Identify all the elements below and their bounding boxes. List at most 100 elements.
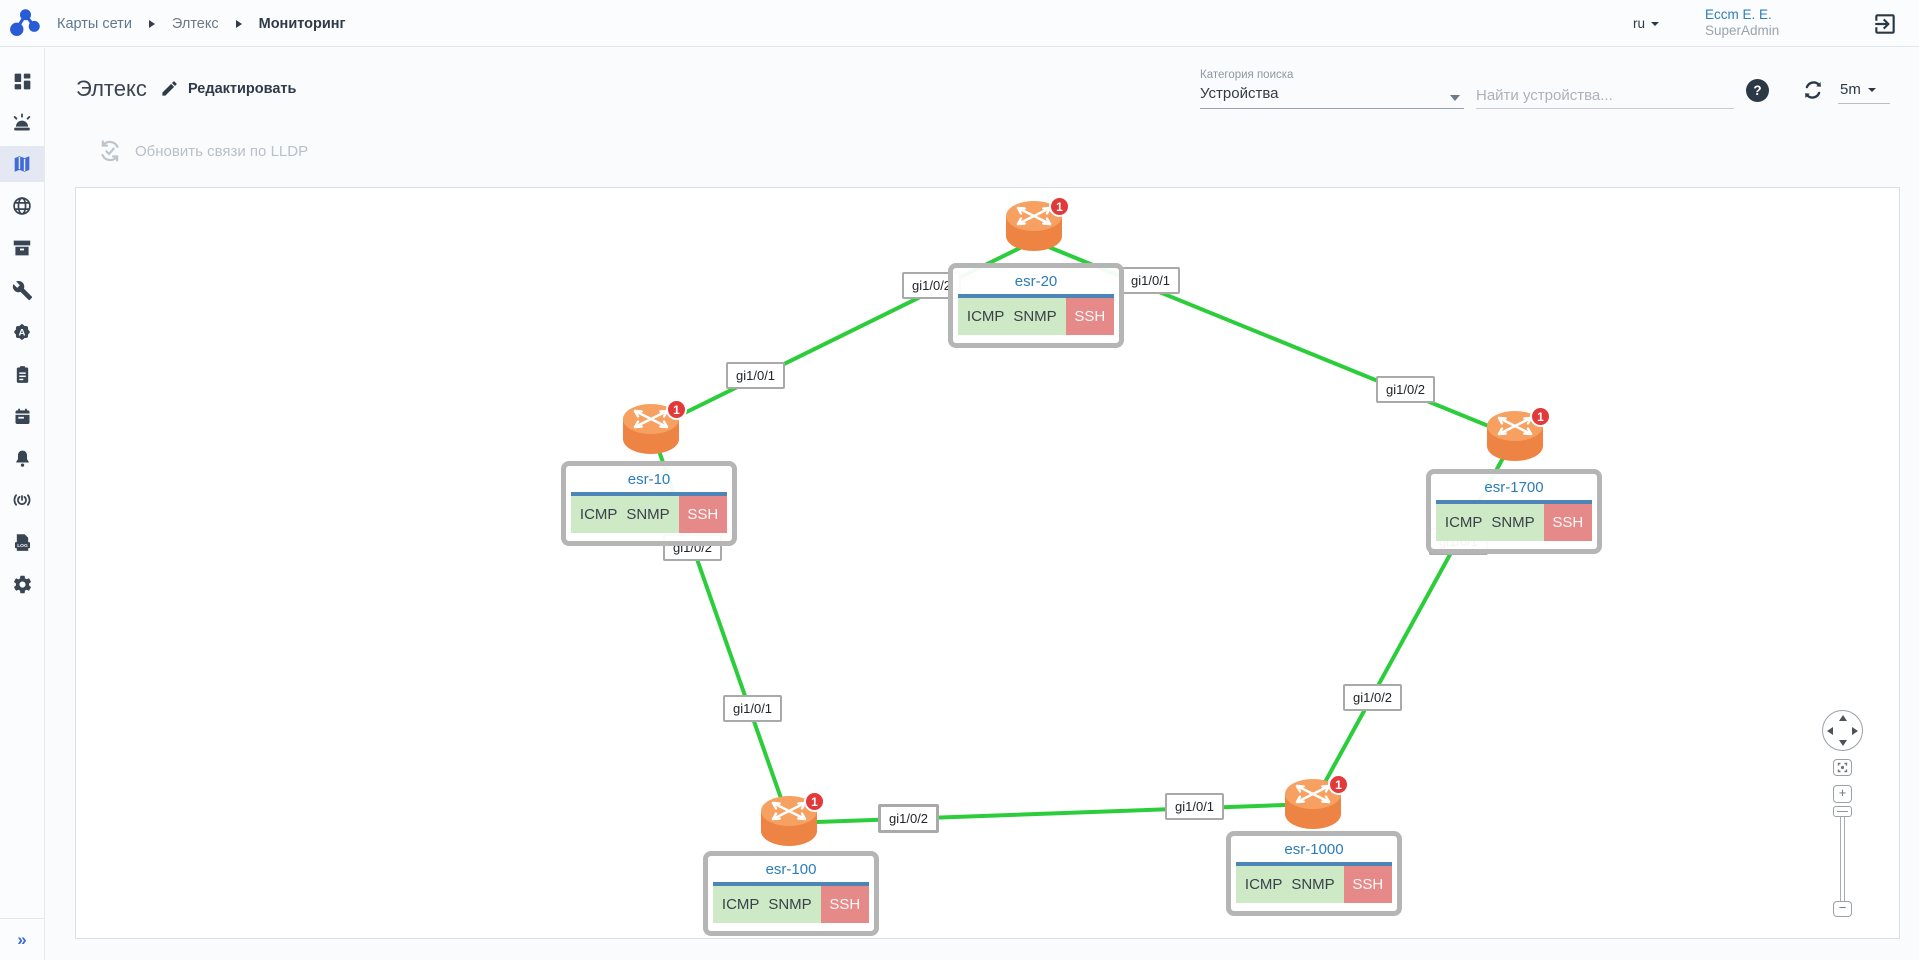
device-search-input[interactable] xyxy=(1476,83,1734,109)
sidebar-item-notifications[interactable] xyxy=(0,440,44,476)
status-snmp: SNMP xyxy=(768,896,812,913)
top-bar: Карты сети Элтекс Мониторинг ru Eccm E. … xyxy=(0,0,1919,47)
sidebar-item-dashboard[interactable] xyxy=(0,63,44,99)
sidebar-item-calendar[interactable] xyxy=(0,398,44,434)
pan-down-icon[interactable] xyxy=(1839,740,1847,746)
breadcrumb-monitoring: Мониторинг xyxy=(258,15,346,32)
pan-up-icon[interactable] xyxy=(1839,715,1847,721)
breadcrumb-maps[interactable]: Карты сети xyxy=(57,15,132,32)
zoom-slider-handle[interactable] xyxy=(1833,806,1852,817)
device-name[interactable]: esr-100 xyxy=(765,861,817,878)
port-label[interactable]: gi1/0/1 xyxy=(726,362,786,389)
alert-badge[interactable]: 1 xyxy=(1328,774,1349,795)
sidebar-item-logs[interactable]: LOG xyxy=(0,524,44,560)
port-label[interactable]: gi1/0/1 xyxy=(723,695,783,722)
device-name[interactable]: esr-1700 xyxy=(1484,479,1544,496)
device-name[interactable]: esr-1000 xyxy=(1284,841,1344,858)
zoom-in-button[interactable]: + xyxy=(1833,785,1852,803)
sidebar-expand-button[interactable]: » xyxy=(0,918,44,960)
breadcrumb-eltex[interactable]: Элтекс xyxy=(171,15,219,32)
wrench-icon xyxy=(12,280,32,300)
port-label[interactable]: gi1/0/1 xyxy=(1121,267,1181,294)
clipboard-icon xyxy=(16,365,28,383)
gear-icon xyxy=(13,575,31,593)
port-label[interactable]: gi1/0/2 xyxy=(1343,684,1403,711)
status-row: ICMP SNMP SSH xyxy=(958,298,1114,335)
link-esr100-esr1000[interactable] xyxy=(787,802,1314,825)
status-ssh: SSH xyxy=(1343,866,1392,903)
status-ssh: SSH xyxy=(820,886,869,923)
sidebar-item-availability[interactable] xyxy=(0,482,44,518)
router-icon-esr-1000[interactable]: 1 xyxy=(1282,774,1349,831)
sidebar-item-settings[interactable] xyxy=(0,566,44,602)
node-divider xyxy=(571,492,727,496)
sidebar-item-tools[interactable] xyxy=(0,272,44,308)
port-label[interactable]: gi1/0/2 xyxy=(878,804,940,833)
router-icon-esr-100[interactable]: 1 xyxy=(758,791,825,848)
pan-right-icon[interactable] xyxy=(1852,727,1858,735)
device-name[interactable]: esr-10 xyxy=(627,471,671,488)
sidebar-item-automation[interactable]: A xyxy=(0,314,44,350)
user-name: Eccm E. E. xyxy=(1705,7,1772,22)
router-icon-esr-1700[interactable]: 1 xyxy=(1484,406,1551,463)
node-divider xyxy=(1436,500,1592,504)
router-glyph xyxy=(1285,779,1341,829)
svg-text:LOG: LOG xyxy=(17,542,28,548)
zoom-slider-track[interactable] xyxy=(1840,817,1845,902)
device-name[interactable]: esr-20 xyxy=(1014,273,1058,290)
edit-map-label: Редактировать xyxy=(188,80,297,97)
node-divider xyxy=(713,882,869,886)
dashboard-icon xyxy=(14,73,30,89)
map-icon xyxy=(14,156,30,172)
pan-control[interactable] xyxy=(1822,710,1863,751)
status-row: ICMP SNMP SSH xyxy=(1236,866,1392,903)
language-selector[interactable]: ru xyxy=(1633,0,1660,47)
interval-underline xyxy=(1838,103,1890,104)
device-node-esr-1700[interactable]: esr-1700 ICMP SNMP SSH xyxy=(1426,469,1602,554)
status-icmp: ICMP xyxy=(579,506,618,523)
refresh-icon[interactable] xyxy=(1800,77,1826,103)
device-node-esr-1000[interactable]: esr-1000 ICMP SNMP SSH xyxy=(1226,831,1402,916)
router-icon-esr-10[interactable]: 1 xyxy=(620,399,687,456)
sidebar-item-alarms[interactable] xyxy=(0,105,44,141)
storage-icon xyxy=(13,240,31,256)
sidebar-item-web[interactable] xyxy=(0,188,44,224)
alert-badge[interactable]: 1 xyxy=(1049,196,1070,217)
app-logo-icon[interactable] xyxy=(10,8,41,39)
search-category-select[interactable]: Устройства xyxy=(1200,85,1279,102)
status-icmp: ICMP xyxy=(1444,514,1483,531)
status-icmp: ICMP xyxy=(721,896,760,913)
update-lldp-label: Обновить связи по LLDP xyxy=(135,142,309,160)
device-node-esr-100[interactable]: esr-100 ICMP SNMP SSH xyxy=(703,851,879,936)
status-snmp: SNMP xyxy=(626,506,670,523)
chevron-down-icon xyxy=(1450,95,1460,101)
port-label[interactable]: gi1/0/1 xyxy=(1165,793,1225,820)
globe-icon xyxy=(13,197,31,215)
zoom-out-button[interactable]: − xyxy=(1833,901,1852,917)
alert-badge[interactable]: 1 xyxy=(1530,406,1551,427)
alert-badge[interactable]: 1 xyxy=(804,791,825,812)
network-map-canvas[interactable]: gi1/0/2 gi1/0/1 gi1/0/1 gi1/0/2 gi1/0/2 … xyxy=(75,187,1900,939)
logout-icon[interactable] xyxy=(1872,11,1898,37)
refresh-interval-select[interactable]: 5m xyxy=(1840,81,1876,98)
device-node-esr-10[interactable]: esr-10 ICMP SNMP SSH xyxy=(561,461,737,546)
breadcrumb: Карты сети Элтекс Мониторинг xyxy=(57,0,346,47)
alert-badge[interactable]: 1 xyxy=(666,399,687,420)
pan-left-icon[interactable] xyxy=(1827,727,1833,735)
user-menu[interactable]: Eccm E. E. SuperAdmin xyxy=(1705,7,1779,39)
breadcrumb-separator-icon xyxy=(235,19,242,28)
port-label[interactable]: gi1/0/2 xyxy=(1376,376,1436,403)
router-icon-esr-20[interactable]: 1 xyxy=(1003,196,1070,253)
fit-view-button[interactable] xyxy=(1833,759,1852,776)
status-row: ICMP SNMP SSH xyxy=(571,496,727,533)
edit-map-button[interactable]: Редактировать xyxy=(160,79,296,98)
help-button[interactable]: ? xyxy=(1746,79,1769,102)
sidebar-item-tasks[interactable] xyxy=(0,356,44,392)
sidebar-item-inventory[interactable] xyxy=(0,230,44,266)
log-file-icon: LOG xyxy=(14,533,30,551)
sidebar-item-network-maps[interactable] xyxy=(0,146,44,182)
status-icmp: ICMP xyxy=(966,308,1005,325)
update-lldp-button[interactable]: Обновить связи по LLDP xyxy=(97,138,308,164)
status-icmp: ICMP xyxy=(1244,876,1283,893)
device-node-esr-20[interactable]: esr-20 ICMP SNMP SSH xyxy=(948,263,1124,348)
